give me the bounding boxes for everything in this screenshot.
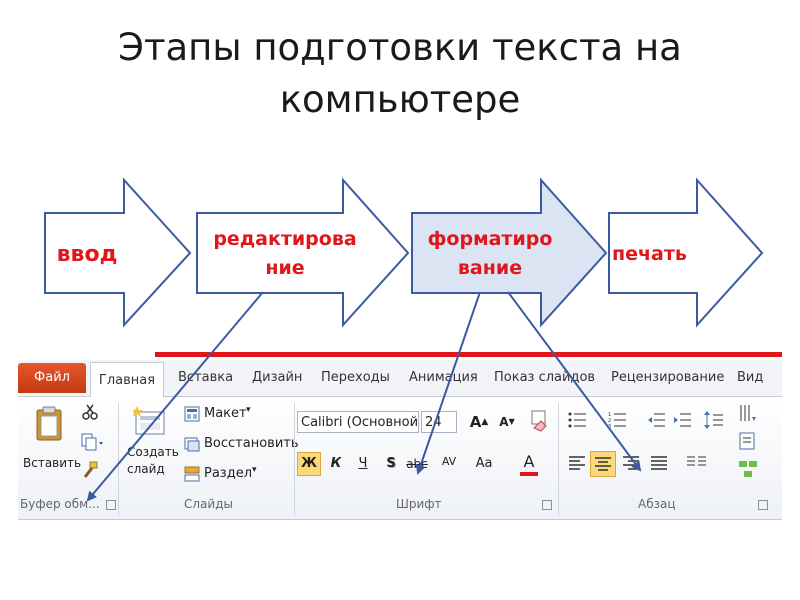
justify-icon[interactable]	[650, 455, 668, 471]
separator	[294, 403, 295, 515]
layout-icon	[184, 406, 200, 422]
layout-label: Макет	[204, 406, 247, 421]
shadow-button[interactable]: S	[386, 456, 396, 471]
grow-font-icon[interactable]: A▲	[469, 413, 489, 431]
chevron-down-icon: ▾	[252, 465, 257, 475]
section-label: Раздел	[204, 466, 253, 481]
tab-home[interactable]: Главная	[90, 362, 164, 398]
ribbon-panel: Вставить Буфер обм... Создать слайд Маке…	[18, 397, 782, 520]
step-label-input: ввод	[56, 242, 118, 267]
slides-group-label: Слайды	[184, 497, 233, 511]
font-launcher[interactable]	[542, 500, 552, 510]
underline-button[interactable]: Ч	[358, 456, 368, 471]
paragraph-group-label: Абзац	[638, 497, 676, 511]
numbering-icon[interactable]: 123	[608, 411, 630, 429]
separator	[558, 403, 559, 515]
font-color-glyph: A	[523, 452, 535, 471]
reset-icon	[184, 437, 200, 452]
step-arrow-input	[44, 177, 192, 328]
format-painter-icon[interactable]	[81, 461, 99, 479]
step-label-formatting: форматиро вание	[427, 228, 553, 279]
increase-indent-icon[interactable]	[674, 411, 692, 429]
font-name-select[interactable]: Calibri (Основной	[297, 411, 419, 433]
step-label-printing: печать	[612, 243, 687, 265]
clipboard-icon	[36, 406, 62, 441]
step-label-editing: редактирова ние	[213, 228, 357, 279]
clipboard-group-label: Буфер обм...	[20, 497, 100, 511]
align-center-button[interactable]	[590, 451, 616, 477]
svg-text:3: 3	[608, 424, 611, 429]
tab-file[interactable]: Файл	[18, 363, 86, 393]
clipboard-launcher[interactable]	[106, 500, 116, 510]
reset-button[interactable]: Восстановить	[181, 432, 299, 456]
clear-formatting-icon[interactable]	[529, 410, 549, 432]
font-size-select[interactable]: 24	[421, 411, 457, 433]
line-spacing-icon[interactable]	[704, 411, 724, 429]
reset-label: Восстановить	[204, 436, 299, 451]
paste-button[interactable]: Вставить	[23, 403, 81, 477]
section-button[interactable]: Раздел ▾	[181, 462, 273, 486]
shrink-font-icon[interactable]: A▼	[499, 415, 515, 429]
bullets-icon[interactable]	[568, 411, 590, 429]
paragraph-launcher[interactable]	[758, 500, 768, 510]
slide-title: Этапы подготовки текста на компьютере	[118, 26, 682, 121]
tab-transitions[interactable]: Переходы	[321, 370, 390, 385]
copy-icon[interactable]	[81, 433, 103, 451]
align-center-icon	[595, 457, 611, 471]
ribbon-accent-bar	[155, 352, 782, 357]
smartart-icon[interactable]	[738, 459, 758, 479]
tab-insert[interactable]: Вставка	[178, 370, 234, 385]
italic-button[interactable]: К	[330, 456, 342, 471]
font-color-button[interactable]: A	[518, 451, 540, 476]
strikethrough-button[interactable]: abc	[406, 457, 428, 471]
align-right-icon[interactable]	[622, 455, 640, 471]
char-spacing-button[interactable]: AV	[441, 455, 457, 468]
new-slide-button[interactable]: Создать слайд	[124, 403, 179, 489]
paste-label: Вставить	[23, 456, 82, 470]
bold-button[interactable]: Ж	[297, 452, 321, 476]
tab-animations[interactable]: Анимация	[409, 370, 478, 385]
section-icon	[184, 466, 200, 482]
align-left-icon[interactable]	[568, 455, 586, 471]
columns-icon[interactable]	[686, 455, 708, 471]
ribbon-tabs: Файл Главная Вставка Дизайн Переходы Ани…	[18, 360, 782, 398]
cut-icon[interactable]	[81, 403, 99, 421]
tab-view[interactable]: Вид	[737, 370, 764, 385]
layout-button[interactable]: Макет ▾	[181, 402, 273, 426]
font-group-label: Шрифт	[396, 497, 442, 511]
new-slide-icon	[133, 406, 165, 435]
chevron-down-icon: ▾	[246, 405, 251, 415]
align-text-icon[interactable]	[738, 431, 758, 451]
tab-design[interactable]: Дизайн	[252, 370, 303, 385]
tab-review[interactable]: Рецензирование	[611, 370, 725, 385]
new-slide-label: Создать слайд	[127, 445, 179, 476]
separator	[118, 403, 119, 515]
tab-slideshow[interactable]: Показ слайдов	[494, 370, 596, 385]
decrease-indent-icon[interactable]	[648, 411, 666, 429]
text-direction-icon[interactable]	[738, 403, 758, 423]
font-color-swatch	[520, 472, 538, 476]
change-case-button[interactable]: Aa	[475, 456, 493, 471]
